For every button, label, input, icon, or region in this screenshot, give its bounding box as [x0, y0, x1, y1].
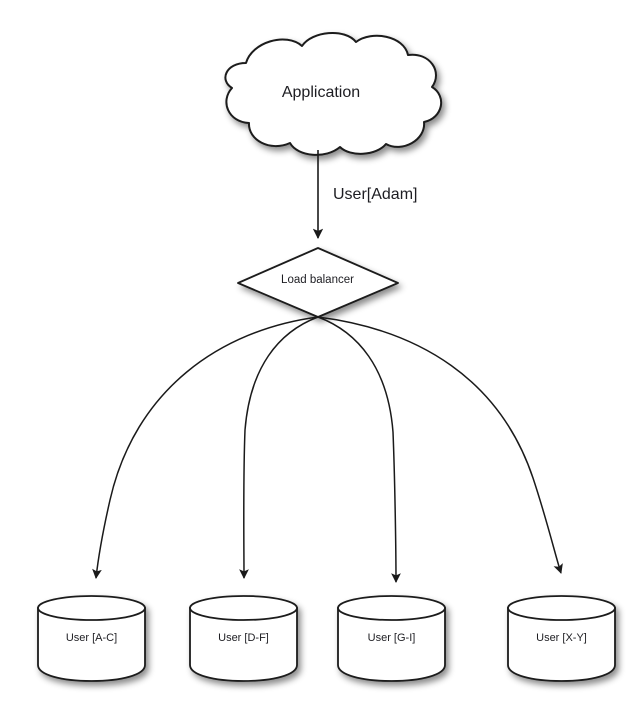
edge-loadbalancer-to-db2 — [239, 316, 319, 579]
node-application-shape[interactable] — [224, 31, 443, 156]
node-database-2-shape[interactable] — [189, 595, 298, 682]
edge-loadbalancer-to-db4 — [317, 316, 563, 574]
edge-loadbalancer-to-db1 — [92, 316, 319, 579]
node-database-3-shape[interactable] — [337, 595, 446, 682]
edge-loadbalancer-to-db3 — [317, 316, 401, 583]
node-loadbalancer-shape[interactable] — [237, 247, 399, 318]
node-database-4-shape[interactable] — [507, 595, 616, 682]
node-database-1-shape[interactable] — [37, 595, 146, 682]
